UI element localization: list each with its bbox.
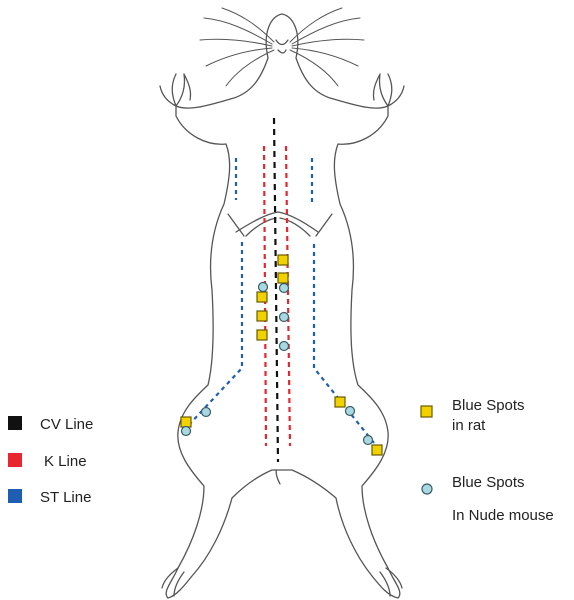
mouse-spot: [346, 407, 355, 416]
mouse-spot-label-line2: In Nude mouse: [452, 507, 554, 524]
k-line-right: [286, 146, 290, 446]
rat-spot-label-line1: Blue Spots: [452, 397, 525, 414]
left-hindfoot-toes: [162, 568, 184, 596]
line-legend: CV Line K Line ST Line: [8, 416, 93, 506]
mouse-spot: [280, 342, 289, 351]
whiskers: [200, 8, 364, 86]
chest-fold-right-crease: [280, 218, 310, 236]
left-shoulder-line: [228, 214, 244, 236]
rat-spot: [181, 417, 191, 427]
spot-legend: Blue Spots in rat Blue Spots In Nude mou…: [421, 397, 554, 524]
rat-spot: [372, 445, 382, 455]
rat-spot: [278, 255, 288, 265]
whisker: [200, 39, 272, 46]
whisker: [292, 48, 358, 66]
right-shoulder-line: [316, 214, 332, 236]
rat-spot-legend-marker: [421, 406, 432, 417]
mouse-spot: [259, 283, 268, 292]
rat-spot: [257, 311, 267, 321]
animal-body-outline: [160, 14, 404, 598]
tail-root: [276, 470, 280, 484]
rat-spot: [257, 292, 267, 302]
chest-fold-left-crease: [246, 218, 276, 236]
k-line-label: K Line: [44, 453, 87, 470]
st-line-label: ST Line: [40, 489, 91, 506]
mouse-spot-label-line1: Blue Spots: [452, 474, 525, 491]
rat-spot-label-line2: in rat: [452, 417, 486, 434]
rat-spot: [278, 273, 288, 283]
k-line-swatch: [8, 453, 22, 467]
cv-line-swatch: [8, 416, 22, 430]
snout-detail: [276, 40, 288, 53]
body-contour: [166, 14, 400, 598]
right-hindfoot-toes: [380, 568, 402, 596]
mouse-spot-legend-marker: [422, 484, 432, 494]
mouse-spot: [202, 408, 211, 417]
st-line-swatch: [8, 489, 22, 503]
rat-spot: [335, 397, 345, 407]
mouse-spot: [364, 436, 373, 445]
mouse-spot: [280, 284, 289, 293]
whisker: [206, 48, 272, 66]
whisker: [292, 39, 364, 46]
left-forepaw: [160, 74, 191, 106]
rat-spot: [257, 330, 267, 340]
cv-line: [274, 118, 278, 462]
mouse-spot: [280, 313, 289, 322]
cv-line-label: CV Line: [40, 416, 93, 433]
st-line-left: [186, 158, 242, 428]
chest-folds: [236, 212, 318, 232]
mouse-spot: [182, 427, 191, 436]
right-forepaw: [373, 74, 404, 106]
